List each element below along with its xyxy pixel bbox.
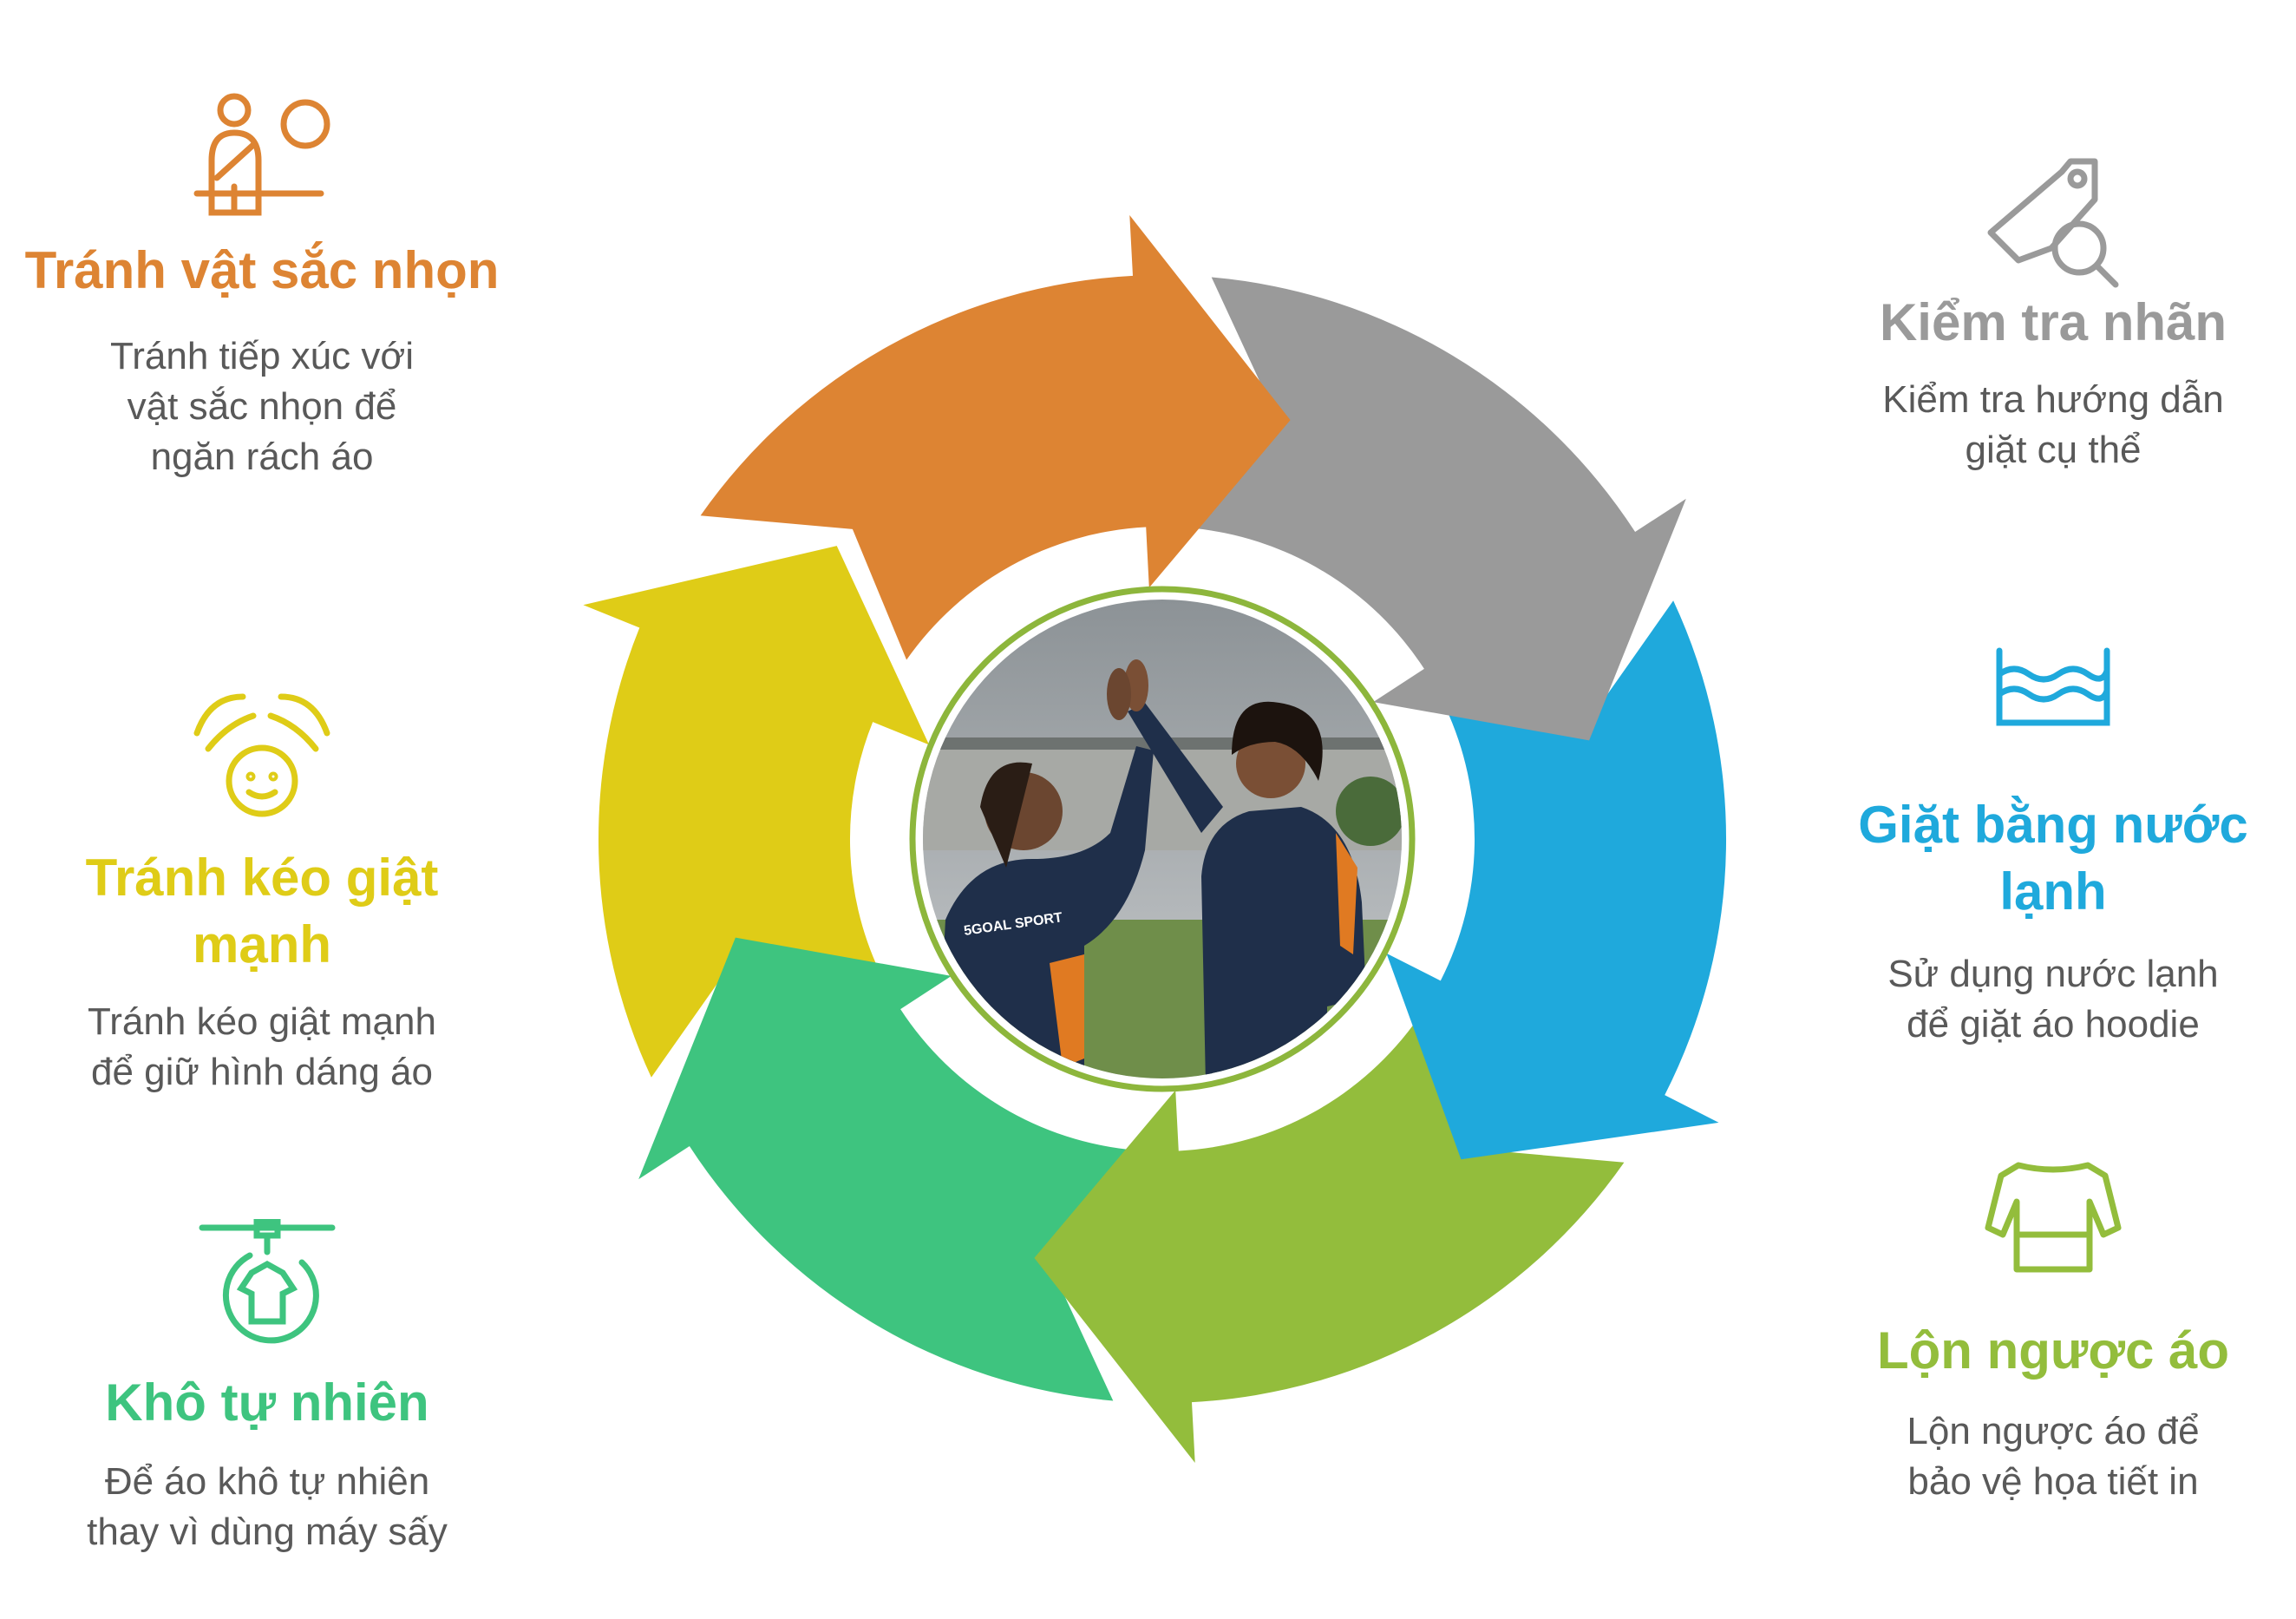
step-inside-out: Lộn ngược áo Lộn ngược áo để bảo vệ họa … (1810, 1158, 2296, 1507)
sweater-icon (1985, 1162, 2122, 1273)
arrow-cold-wash (1386, 600, 1727, 1160)
step-desc-line: Lộn ngược áo để (1907, 1410, 2200, 1452)
step-desc-line: bảo vệ họa tiết in (1907, 1460, 2199, 1503)
hands-protecting-face-icon (193, 693, 330, 817)
step-no-pull: Tránh kéo giật mạnh Tránh kéo giật mạnh … (19, 690, 505, 1098)
step-desc-line: vật sắc nhọn để (127, 385, 397, 428)
arrow-inside-out (1034, 1018, 1625, 1463)
tag-search-icon (1987, 158, 2119, 288)
step-desc-line: giặt cụ thể (1965, 429, 2142, 471)
step-title: Tránh vật sắc nhọn (24, 241, 500, 299)
step-title: Giặt bằng nước lạnh (1858, 796, 2248, 921)
step-title: Tránh kéo giật mạnh (85, 849, 439, 973)
step-desc-line: Để áo khô tự nhiên (104, 1460, 430, 1503)
arrow-avoid-sharp (700, 215, 1291, 660)
person-with-balloon-icon (193, 93, 330, 216)
step-title: Lộn ngược áo (1876, 1321, 2230, 1380)
clothesline-shirt-icon (199, 1219, 336, 1344)
step-desc-line: Tránh kéo giật mạnh (88, 1000, 436, 1043)
step-air-dry: Khô tự nhiên Để áo khô tự nhiên thay vì … (24, 1219, 510, 1557)
step-cold-wash: Giặt bằng nước lạnh Sử dụng nước lạnh để… (1810, 646, 2296, 1050)
step-desc-line: thay vì dùng máy sấy (87, 1511, 448, 1553)
step-title: Khô tự nhiên (105, 1373, 429, 1432)
person-left (937, 746, 1154, 1078)
step-desc-line: Tránh tiếp xúc với (109, 335, 415, 377)
step-avoid-sharp: Tránh vật sắc nhọn Tránh tiếp xúc với vậ… (19, 91, 505, 482)
step-desc-line: Kiểm tra hướng dẫn (1882, 378, 2224, 421)
step-check-label: Kiểm tra nhãn Kiểm tra hướng dẫn giặt cụ… (1810, 154, 2296, 475)
step-desc-line: Sử dụng nước lạnh (1887, 953, 2219, 995)
step-title: Kiểm tra nhãn (1879, 293, 2227, 351)
arrow-air-dry (638, 937, 1135, 1401)
center-photo: 5GOAL SPORT (909, 586, 1416, 1092)
step-desc-line: ngăn rách áo (150, 436, 374, 478)
step-desc-line: để giữ hình dáng áo (90, 1051, 433, 1093)
water-basin-icon (1996, 647, 2110, 726)
arrow-no-pull (583, 546, 930, 1078)
arrow-check-label (1189, 277, 1686, 741)
step-desc-line: để giặt áo hoodie (1907, 1003, 2200, 1045)
